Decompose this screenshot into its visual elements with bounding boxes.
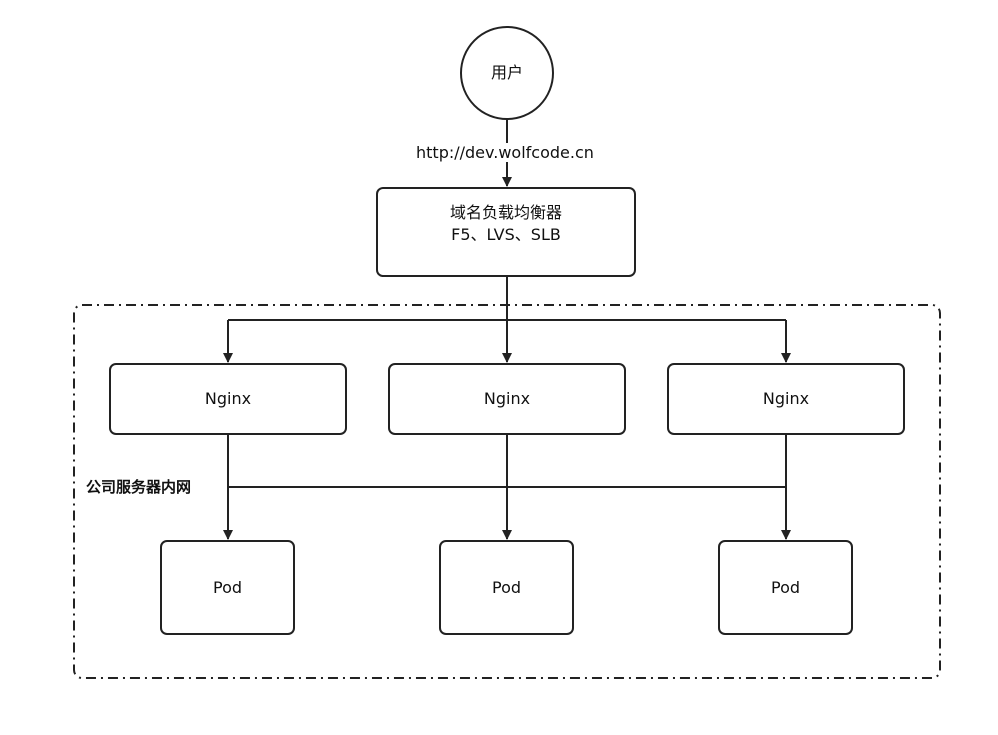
pod-label-1-text: Pod <box>212 577 243 597</box>
load-balancer-subtitle: F5、LVS、SLB <box>451 225 561 244</box>
pod-node-3 <box>718 540 853 635</box>
load-balancer-title: 域名负载均衡器 <box>449 203 562 222</box>
edge-url-label: http://dev.wolfcode.cn <box>414 143 596 162</box>
nginx-label-1-text: Nginx <box>204 389 252 408</box>
internal-network-zone-label: 公司服务器内网 <box>86 478 192 496</box>
pod-label-3-text: Pod <box>770 577 801 597</box>
pod-label-1: Pod <box>161 541 294 634</box>
pod-label-2-text: Pod <box>491 577 522 597</box>
nginx-label-3-text: Nginx <box>762 389 810 408</box>
nginx-label-2: Nginx <box>389 364 625 434</box>
pod-node-2 <box>439 540 574 635</box>
pod-label-3: Pod <box>719 541 852 634</box>
nginx-label-1: Nginx <box>110 364 346 434</box>
user-label-text: 用户 <box>490 63 523 82</box>
nginx-label-2-text: Nginx <box>483 389 531 408</box>
nginx-label-3: Nginx <box>668 364 904 434</box>
pod-label-2: Pod <box>440 541 573 634</box>
load-balancer-label: 域名负载均衡器 F5、LVS、SLB <box>377 188 635 276</box>
pod-node-1 <box>160 540 295 635</box>
user-label: 用户 <box>461 27 553 119</box>
